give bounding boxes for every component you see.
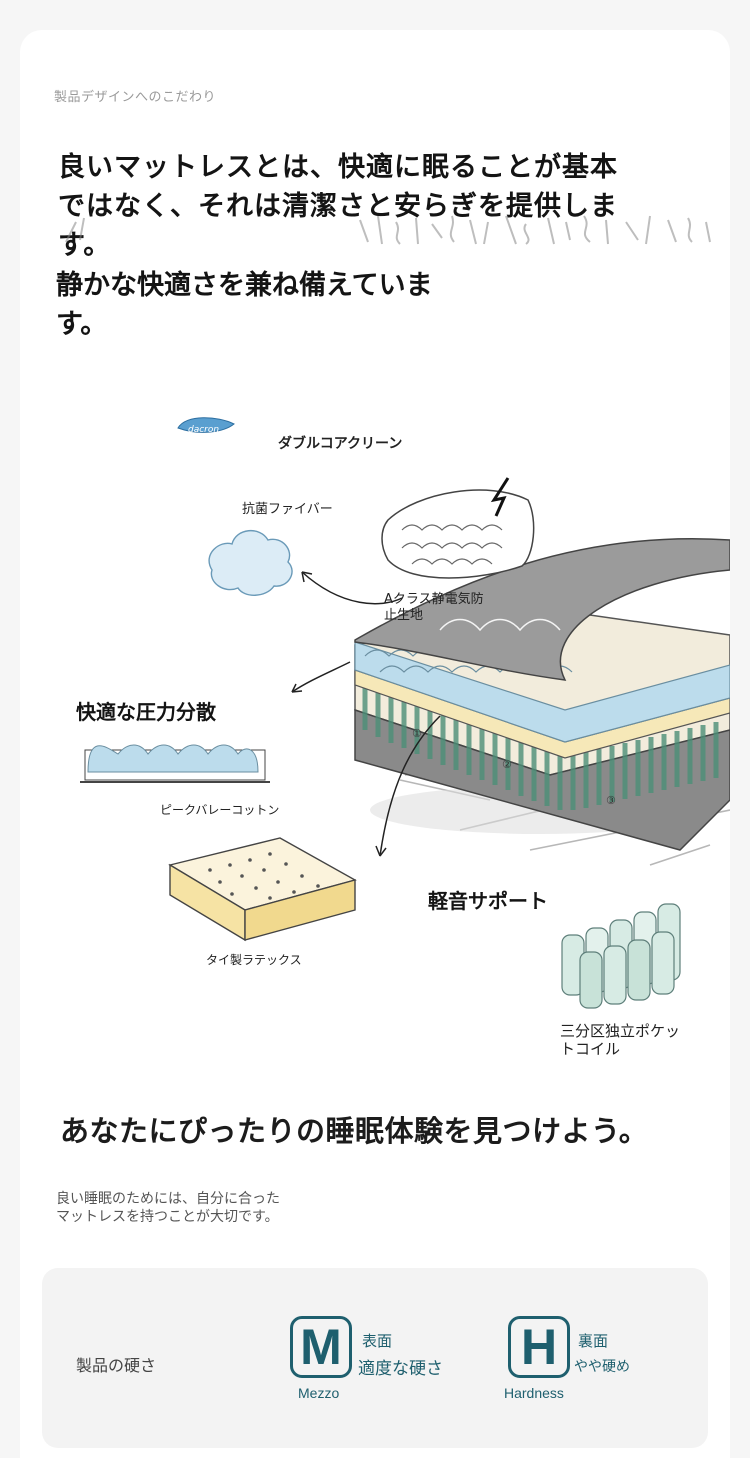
antibacterial-fiber-label: 抗菌ファイバー xyxy=(242,502,333,517)
back-desc: やや硬め xyxy=(574,1359,630,1375)
peak-valley-cotton-label: ピークバレーコットン xyxy=(160,803,280,817)
mattress-layers-drawing: ① ② ③ dacron xyxy=(80,417,730,1009)
subheadline: 静かな快適さを兼ね備えています。 xyxy=(56,270,433,340)
latex-block-drawing xyxy=(168,837,357,942)
headline: 良いマットレスとは、快適に眠ることが基本ではなく、それは清潔さと安らぎを提供しま… xyxy=(58,152,618,261)
mattress-body xyxy=(354,537,730,851)
tagline: あなたにぴったりの睡眠体験を見つけよう。 xyxy=(60,1114,649,1148)
hardness-panel: 製品の硬さ M Mezzo 表面 適度な硬さ H Hardness 裏面 やや硬… xyxy=(42,1268,708,1448)
dacron-logo-text: dacron xyxy=(188,425,219,435)
mattress-illustration: ① ② ③ dacron xyxy=(20,380,730,1080)
section-label: 製品デザインへのこだわり xyxy=(54,90,217,105)
antistatic-label-line2: 止生地 xyxy=(384,608,424,623)
body-text: 良い睡眠のためには、自分に合ったマットレスを持つことが大切です。 xyxy=(56,1191,280,1225)
double-core-label: ダブルコアクリーン xyxy=(278,436,403,452)
silent-support-heading: 軽音サポート xyxy=(428,889,548,913)
pocket-coil-label-line1: 三分区独立ポケッ xyxy=(560,1022,681,1040)
peak-valley-cotton-drawing xyxy=(80,744,270,783)
product-design-card: 製品デザインへのこだわり 良いマットレスとは、快適に眠ることが基本ではなく、それ… xyxy=(20,30,730,1458)
latex-label: タイ製ラテックス xyxy=(206,953,302,967)
mezzo-badge: M xyxy=(290,1316,352,1378)
pocket-coils-drawing xyxy=(561,903,681,1009)
zone-1-marker: ① xyxy=(412,727,422,740)
hardness-label: 製品の硬さ xyxy=(76,1356,157,1375)
pocket-coil-label-line2: トコイル xyxy=(560,1040,621,1058)
pressure-distribution-heading: 快適な圧力分散 xyxy=(76,700,216,724)
antistatic-label-line1: Aクラス静電気防 xyxy=(384,592,484,607)
mezzo-caption: Mezzo xyxy=(298,1385,340,1401)
handwriting-scribble xyxy=(65,215,711,245)
hardness-badge: H xyxy=(508,1316,570,1378)
zone-2-marker: ② xyxy=(502,758,512,771)
surface-desc: 適度な硬さ xyxy=(358,1359,443,1379)
surface-title: 表面 xyxy=(362,1332,393,1350)
fiber-cloud-drawing: dacron xyxy=(177,417,293,596)
pillow-drawing xyxy=(381,477,535,579)
back-title: 裏面 xyxy=(578,1332,609,1350)
zone-3-marker: ③ xyxy=(606,794,616,807)
hardness-caption: Hardness xyxy=(504,1385,564,1401)
